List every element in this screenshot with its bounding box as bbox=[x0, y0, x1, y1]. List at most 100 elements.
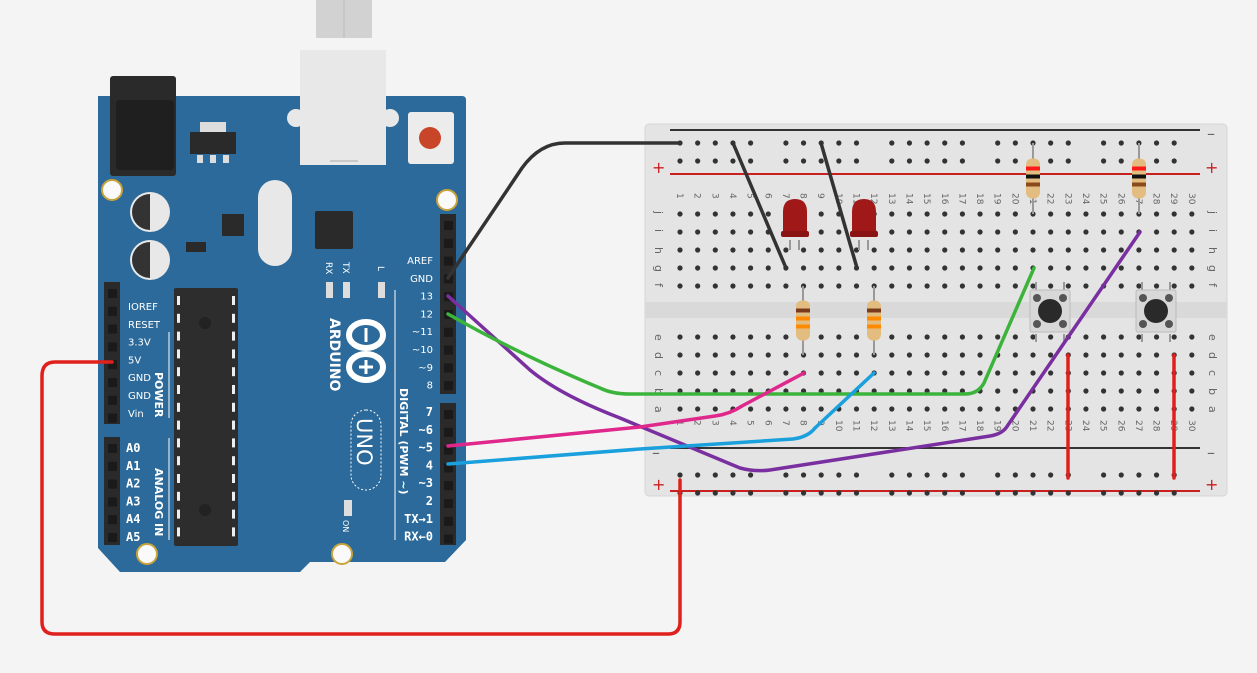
breadboard-hole[interactable] bbox=[871, 406, 877, 412]
breadboard-hole[interactable] bbox=[730, 247, 736, 253]
breadboard-hole[interactable] bbox=[1030, 406, 1036, 412]
breadboard-hole[interactable] bbox=[1136, 406, 1142, 412]
breadboard-hole[interactable] bbox=[836, 229, 842, 235]
led[interactable] bbox=[850, 199, 878, 250]
breadboard-hole[interactable] bbox=[1083, 406, 1089, 412]
rail-hole[interactable] bbox=[748, 158, 754, 164]
rail-hole[interactable] bbox=[712, 490, 718, 496]
breadboard-hole[interactable] bbox=[765, 370, 771, 376]
rail-hole[interactable] bbox=[1048, 472, 1054, 478]
breadboard-hole[interactable] bbox=[818, 247, 824, 253]
breadboard-hole[interactable] bbox=[906, 265, 913, 271]
rail-hole[interactable] bbox=[836, 472, 842, 478]
breadboard-hole[interactable] bbox=[1048, 406, 1054, 412]
rail-hole[interactable] bbox=[695, 472, 701, 478]
breadboard-hole[interactable] bbox=[1153, 388, 1160, 394]
breadboard-hole[interactable] bbox=[1101, 370, 1107, 376]
rail-hole[interactable] bbox=[1065, 140, 1071, 146]
rail-hole[interactable] bbox=[853, 472, 860, 478]
pushbutton[interactable] bbox=[1029, 282, 1071, 342]
breadboard-hole[interactable] bbox=[712, 283, 718, 289]
breadboard-hole[interactable] bbox=[889, 211, 895, 217]
breadboard-hole[interactable] bbox=[712, 211, 718, 217]
header-socket[interactable] bbox=[108, 306, 117, 316]
breadboard-hole[interactable] bbox=[995, 406, 1001, 412]
breadboard-hole[interactable] bbox=[1065, 211, 1071, 217]
header-socket[interactable] bbox=[444, 221, 453, 230]
breadboard-hole[interactable] bbox=[1101, 211, 1107, 217]
breadboard-hole[interactable] bbox=[1189, 229, 1195, 235]
header-socket[interactable] bbox=[444, 463, 453, 473]
breadboard-hole[interactable] bbox=[1118, 352, 1124, 358]
rail-hole[interactable] bbox=[748, 140, 754, 146]
breadboard-hole[interactable] bbox=[977, 211, 983, 217]
breadboard-hole[interactable] bbox=[1030, 229, 1036, 235]
breadboard-hole[interactable] bbox=[677, 370, 683, 376]
breadboard-hole[interactable] bbox=[871, 265, 877, 271]
breadboard-hole[interactable] bbox=[748, 406, 754, 412]
breadboard-hole[interactable] bbox=[800, 265, 807, 271]
breadboard-hole[interactable] bbox=[853, 247, 860, 253]
breadboard-hole[interactable] bbox=[1048, 211, 1054, 217]
breadboard-hole[interactable] bbox=[1189, 388, 1195, 394]
breadboard-hole[interactable] bbox=[959, 406, 966, 412]
rail-hole[interactable] bbox=[730, 472, 736, 478]
breadboard-hole[interactable] bbox=[783, 283, 789, 289]
breadboard-hole[interactable] bbox=[1171, 247, 1177, 253]
breadboard-hole[interactable] bbox=[1083, 229, 1089, 235]
breadboard-hole[interactable] bbox=[889, 352, 895, 358]
breadboard-hole[interactable] bbox=[1189, 211, 1195, 217]
breadboard-hole[interactable] bbox=[942, 247, 948, 253]
breadboard-hole[interactable] bbox=[1083, 265, 1089, 271]
breadboard-hole[interactable] bbox=[942, 334, 948, 340]
header-socket[interactable] bbox=[108, 515, 117, 525]
breadboard-hole[interactable] bbox=[1048, 265, 1054, 271]
breadboard-hole[interactable] bbox=[1012, 352, 1018, 358]
rail-hole[interactable] bbox=[924, 472, 930, 478]
header-socket[interactable] bbox=[108, 461, 117, 471]
breadboard-hole[interactable] bbox=[1101, 334, 1107, 340]
breadboard-hole[interactable] bbox=[924, 352, 930, 358]
breadboard-hole[interactable] bbox=[924, 229, 930, 235]
breadboard-hole[interactable] bbox=[1012, 247, 1018, 253]
pin4-wire[interactable] bbox=[446, 371, 876, 466]
breadboard-hole[interactable] bbox=[1153, 265, 1160, 271]
header-socket[interactable] bbox=[108, 378, 117, 387]
header-socket[interactable] bbox=[108, 289, 117, 298]
breadboard-hole[interactable] bbox=[1048, 334, 1054, 340]
breadboard-hole[interactable] bbox=[995, 211, 1001, 217]
breadboard-hole[interactable] bbox=[748, 247, 754, 253]
breadboard-hole[interactable] bbox=[959, 247, 966, 253]
rail-hole[interactable] bbox=[889, 140, 895, 146]
breadboard-hole[interactable] bbox=[959, 334, 966, 340]
breadboard-hole[interactable] bbox=[818, 283, 824, 289]
header-socket[interactable] bbox=[108, 360, 117, 370]
breadboard-hole[interactable] bbox=[712, 406, 718, 412]
breadboard-hole[interactable] bbox=[1153, 229, 1160, 235]
breadboard-hole[interactable] bbox=[695, 334, 701, 340]
rail-hole[interactable] bbox=[1171, 158, 1177, 164]
breadboard-hole[interactable] bbox=[1136, 388, 1142, 394]
rail-hole[interactable] bbox=[836, 490, 842, 496]
rail-hole[interactable] bbox=[1171, 140, 1177, 146]
breadboard-hole[interactable] bbox=[1171, 334, 1177, 340]
breadboard-hole[interactable] bbox=[765, 265, 771, 271]
breadboard-hole[interactable] bbox=[1048, 352, 1054, 358]
breadboard-hole[interactable] bbox=[1189, 247, 1195, 253]
breadboard-hole[interactable] bbox=[995, 283, 1001, 289]
rail-hole[interactable] bbox=[1136, 472, 1142, 478]
rail-hole[interactable] bbox=[1012, 158, 1018, 164]
rail-hole[interactable] bbox=[942, 140, 948, 146]
header-socket[interactable] bbox=[444, 410, 453, 419]
breadboard-hole[interactable] bbox=[730, 283, 736, 289]
header-socket[interactable] bbox=[444, 516, 453, 526]
header-socket[interactable] bbox=[444, 327, 453, 337]
breadboard-hole[interactable] bbox=[765, 247, 771, 253]
breadboard-hole[interactable] bbox=[1030, 352, 1036, 358]
breadboard-hole[interactable] bbox=[695, 229, 701, 235]
rail-hole[interactable] bbox=[1118, 490, 1124, 496]
rail-hole[interactable] bbox=[730, 490, 736, 496]
breadboard-hole[interactable] bbox=[1189, 265, 1195, 271]
rail-hole[interactable] bbox=[748, 490, 754, 496]
header-socket[interactable] bbox=[444, 256, 453, 266]
